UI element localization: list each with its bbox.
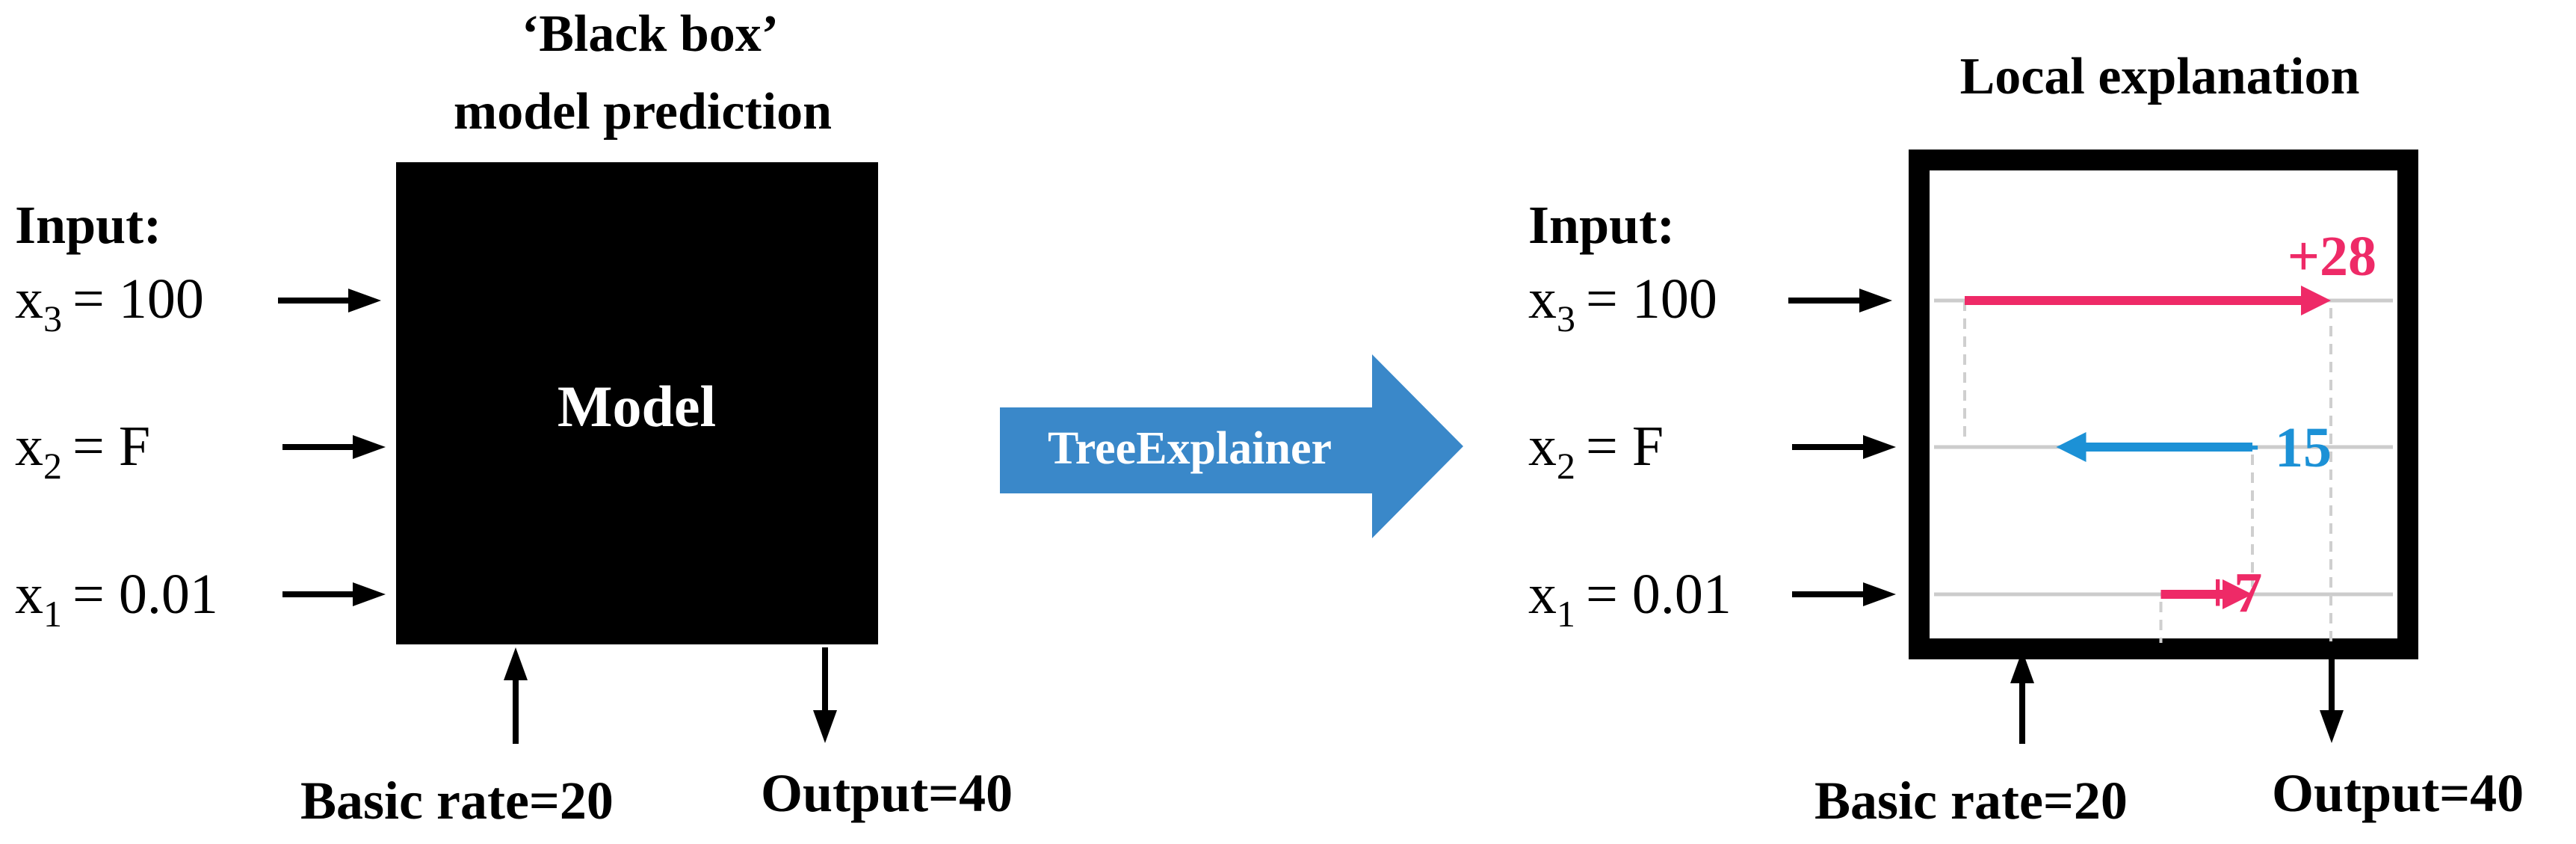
black-box-title-line1: ‘Black box’ xyxy=(522,5,779,63)
explanation-plot: +28 − 15 +7 xyxy=(1934,225,2393,643)
left-feature-x1: x1= 0.01 xyxy=(15,563,218,635)
local-explanation-box xyxy=(1909,150,2418,659)
basic-rate-arrow-right-head xyxy=(2010,650,2034,683)
right-feature-x2: x2= F xyxy=(1528,415,1664,487)
contribution-arrowhead-x3 xyxy=(2301,286,2331,315)
output-arrow-left-head xyxy=(813,710,837,743)
right-input-label: Input: xyxy=(1528,195,1675,255)
right-feature-x1: x1= 0.01 xyxy=(1528,563,1732,635)
right-basic-rate: Basic rate=20 xyxy=(1814,771,2128,831)
tree-explainer-arrow: TreeExplainer xyxy=(1000,354,1463,538)
black-box-title-line2: model prediction xyxy=(454,83,832,141)
right-output: Output=40 xyxy=(2272,763,2524,823)
left-basic-rate: Basic rate=20 xyxy=(300,771,614,831)
contribution-label-x3: +28 xyxy=(2288,225,2376,288)
right-input-arrows xyxy=(1788,289,1896,606)
arrow-x1-in-right-head xyxy=(1863,582,1896,606)
basic-rate-arrow-left-head xyxy=(504,647,528,680)
left-output: Output=40 xyxy=(761,763,1013,823)
left-input-arrows xyxy=(278,289,386,606)
left-input-label: Input: xyxy=(15,195,161,255)
left-panel: ‘Black box’ model prediction Input: x3= … xyxy=(15,5,1013,831)
arrow-x3-in-right-head xyxy=(1859,289,1892,312)
right-panel: Local explanation Input: x3= 100 x2= F x… xyxy=(1528,48,2524,831)
contribution-arrowhead-x1 xyxy=(2223,579,2252,609)
arrow-x3-in-head xyxy=(348,289,381,312)
tree-explainer-label: TreeExplainer xyxy=(1048,423,1332,474)
black-box-model xyxy=(396,162,878,644)
arrow-x2-in-head xyxy=(353,435,386,459)
model-label: Model xyxy=(557,374,716,439)
arrow-x1-in-head xyxy=(353,582,386,606)
arrow-x2-in-right-head xyxy=(1863,435,1896,459)
contribution-arrowhead-x2 xyxy=(2056,432,2087,462)
left-feature-x3: x3= 100 xyxy=(15,268,204,339)
contribution-label-x2: − 15 xyxy=(2228,416,2332,479)
right-feature-x3: x3= 100 xyxy=(1528,268,1717,339)
left-feature-x2: x2= F xyxy=(15,415,150,487)
contribution-label-x1: +7 xyxy=(2202,561,2262,624)
explainer-arrow-shape xyxy=(1000,354,1463,538)
local-explanation-title: Local explanation xyxy=(1960,48,2360,105)
output-arrow-right-head xyxy=(2320,710,2344,743)
